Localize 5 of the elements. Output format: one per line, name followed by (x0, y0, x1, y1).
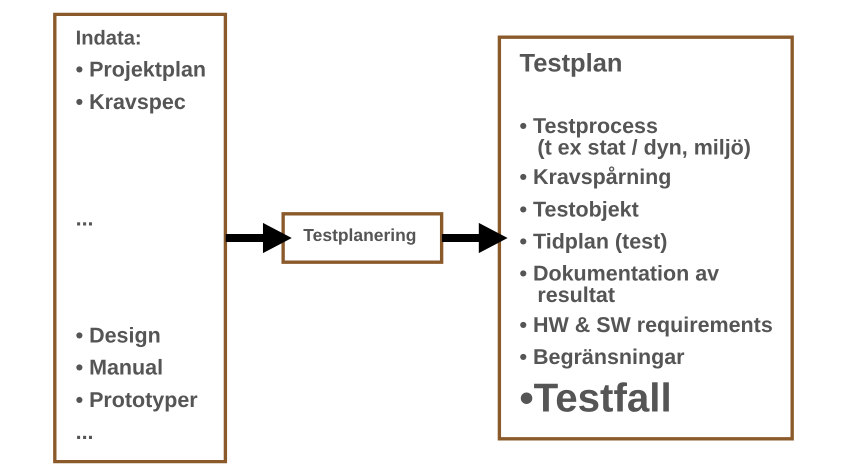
node-box: Testplanering (281, 212, 444, 264)
arrow (442, 222, 508, 253)
node-box: Indata: • Projektplan • Kravspec ... • Design • Manual • Prototyper ... (53, 12, 228, 463)
arrow (226, 222, 292, 253)
node-box: Testplan • Testprocess (t ex stat / dyn, miljö) • Kravspårning • Testobjekt • Tidplan (test) • Dokumentation av resultat • HW & SW requirements • Begränsningar •Testfall (498, 35, 794, 440)
